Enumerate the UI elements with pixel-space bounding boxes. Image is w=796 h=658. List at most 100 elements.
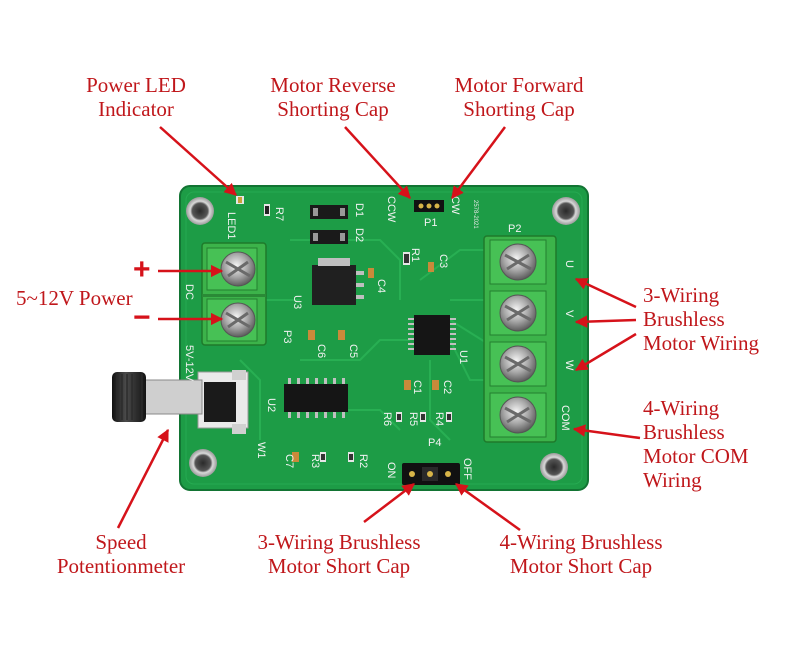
resistor-r1 xyxy=(403,252,410,265)
silk-p1: P1 xyxy=(424,217,437,229)
silk-c5: C5 xyxy=(347,344,359,358)
arrow-com xyxy=(572,424,641,440)
resistor-r7 xyxy=(264,204,270,216)
label-line: Power LED xyxy=(86,73,186,97)
label-line: Shorting Cap xyxy=(463,97,575,121)
jumper-p1 xyxy=(414,200,444,212)
silk-c1: C1 xyxy=(411,380,423,394)
silk-c2: C2 xyxy=(441,380,453,394)
resistor-r5 xyxy=(420,412,426,422)
label-line: Shorting Cap xyxy=(277,97,389,121)
screw-w xyxy=(499,345,537,383)
screw-com xyxy=(499,396,537,434)
resistor-r2 xyxy=(348,452,354,462)
resistor-r3 xyxy=(320,452,326,462)
arrow-3wire-cap xyxy=(363,483,415,523)
screw-power-negative xyxy=(220,302,256,338)
resistor-r6 xyxy=(396,412,402,422)
silk-p2: P2 xyxy=(508,223,521,235)
diode-d1 xyxy=(310,205,348,219)
motor-terminal-block xyxy=(483,235,557,443)
label-line: 4-Wiring xyxy=(643,396,720,420)
label-motor-reverse: Motor Reverse Shorting Cap xyxy=(258,73,408,121)
label-line: 3-Wiring xyxy=(643,283,720,307)
speed-potentiometer xyxy=(112,370,249,434)
silk-r4: R4 xyxy=(433,412,445,426)
screw-power-positive xyxy=(220,251,256,287)
silk-d2: D2 xyxy=(353,228,365,242)
arrow-4wire-cap xyxy=(454,482,521,532)
silk-date: 2578-2021 xyxy=(472,200,478,229)
capacitor-c5 xyxy=(338,330,345,340)
label-3-wiring: 3-Wiring Brushless Motor Wiring xyxy=(643,283,759,355)
label-3-wiring-cap: 3-Wiring Brushless Motor Short Cap xyxy=(232,530,446,578)
label-line: Motor Short Cap xyxy=(509,554,653,578)
silk-off: OFF xyxy=(461,458,473,480)
silk-u1: U1 xyxy=(457,350,469,364)
label-line: 3-Wiring Brushless xyxy=(257,530,421,554)
mounting-hole-bottom-right xyxy=(540,453,568,481)
mounting-hole-bottom-left xyxy=(189,449,217,477)
mounting-hole-top-left xyxy=(186,197,214,225)
label-speed-pot: Speed Potentionmeter xyxy=(34,530,208,578)
silk-v: V xyxy=(563,310,575,318)
label-power-input: 5~12V Power xyxy=(16,286,133,310)
capacitor-c2 xyxy=(432,380,439,390)
silk-c7: C7 xyxy=(283,454,295,468)
silk-r5: R5 xyxy=(407,412,419,426)
silk-r3: R3 xyxy=(309,454,321,468)
label-power-led: Power LED Indicator xyxy=(72,73,200,121)
label-line: Indicator xyxy=(98,97,174,121)
label-line: 4-Wiring Brushless xyxy=(499,530,663,554)
arrow-motor-forward xyxy=(450,126,507,200)
label-line: Wiring xyxy=(643,468,702,492)
silk-ccw: CCW xyxy=(385,196,397,223)
silk-w1: W1 xyxy=(255,442,267,459)
label-line: Motor Wiring xyxy=(643,331,760,355)
arrow-wiring-w xyxy=(574,332,637,372)
screw-u xyxy=(499,243,537,281)
label-line: Motor Short Cap xyxy=(267,554,411,578)
silk-r6: R6 xyxy=(381,412,393,426)
silk-c4: C4 xyxy=(375,279,387,293)
silk-u: U xyxy=(563,260,575,268)
silk-u3: U3 xyxy=(291,295,303,309)
label-line: Potentionmeter xyxy=(56,554,186,578)
plus-sign: + xyxy=(133,253,151,286)
arrow-motor-reverse xyxy=(344,126,411,199)
capacitor-c4 xyxy=(368,268,374,278)
silk-c3: C3 xyxy=(437,254,449,268)
controller-ic-u2 xyxy=(284,378,348,418)
silk-com: COM xyxy=(559,405,571,431)
silk-u2: U2 xyxy=(265,398,277,412)
minus-sign: − xyxy=(133,301,151,334)
silk-led1: LED1 xyxy=(225,212,237,240)
capacitor-c1 xyxy=(404,380,411,390)
driver-ic-u1 xyxy=(408,315,456,355)
label-motor-forward: Motor Forward Shorting Cap xyxy=(438,73,600,121)
silk-p3: P3 xyxy=(281,330,293,343)
capacitor-c6 xyxy=(308,330,315,340)
label-line: Brushless xyxy=(643,420,725,444)
capacitor-c7 xyxy=(292,452,299,462)
jumper-p4 xyxy=(402,463,460,485)
arrow-power-led xyxy=(159,126,237,196)
label-4-wiring-com: 4-Wiring Brushless Motor COM Wiring xyxy=(643,396,749,492)
pointer-arrows xyxy=(116,126,641,532)
silk-r7: R7 xyxy=(273,207,285,221)
label-line: Motor Reverse xyxy=(270,73,396,97)
silk-r2: R2 xyxy=(357,454,369,468)
arrow-wiring-v xyxy=(574,315,637,328)
power-terminal-block xyxy=(201,242,267,346)
capacitor-c3 xyxy=(428,262,434,272)
resistor-r4 xyxy=(446,412,452,422)
silk-on: ON xyxy=(385,462,397,479)
label-line: Motor COM xyxy=(643,444,749,468)
silk-p4: P4 xyxy=(428,437,441,449)
diode-d2 xyxy=(310,230,348,244)
silk-d1: D1 xyxy=(353,203,365,217)
screw-v xyxy=(499,294,537,332)
silk-5v: 5V-12V xyxy=(183,345,195,382)
